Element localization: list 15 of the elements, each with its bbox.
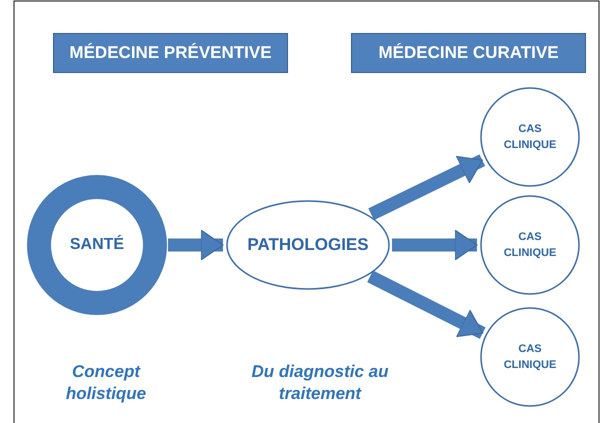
block-arrow	[368, 154, 486, 220]
node-label: SANTÉ	[70, 234, 124, 255]
block-arrow	[168, 230, 224, 260]
header-banner	[53, 33, 288, 73]
node-label: CAS CLINIQUE	[502, 122, 558, 153]
node-label: CAS CLINIQUE	[502, 230, 558, 261]
banner-title: MÉDECINE PRÉVENTIVE	[69, 42, 272, 64]
node-label: CAS CLINIQUE	[502, 342, 558, 373]
block-arrow	[367, 270, 486, 339]
header-banner	[351, 33, 586, 73]
block-arrow	[392, 230, 478, 260]
caption-text: Concept holistique	[64, 361, 148, 405]
caption-text: Du diagnostic au traitement	[250, 361, 390, 405]
node-label: PATHOLOGIES	[247, 234, 369, 256]
banner-title: MÉDECINE CURATIVE	[378, 42, 559, 64]
